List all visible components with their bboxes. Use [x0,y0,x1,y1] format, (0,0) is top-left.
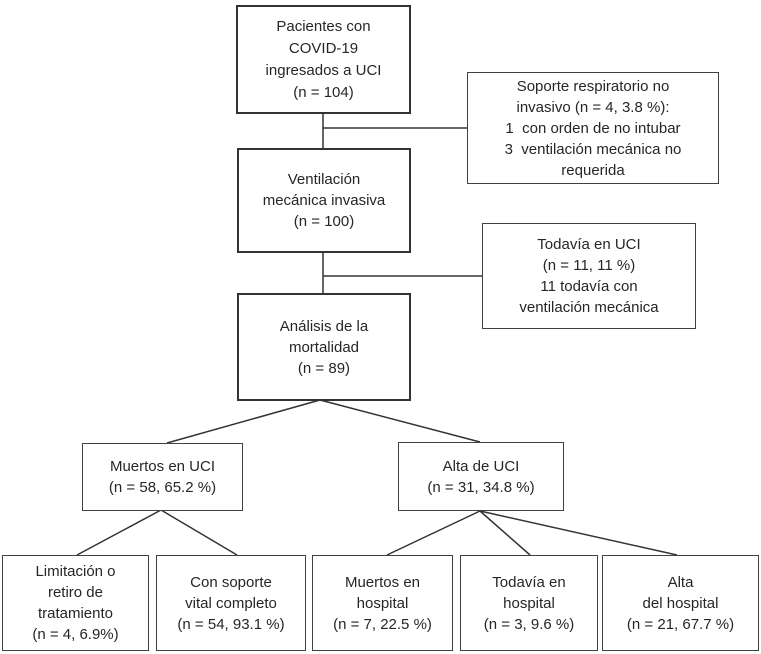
connector-icu-discharge-to-died-hospital [386,510,481,556]
node-covid-patients: Pacientes con COVID-19 ingresados a UCI … [236,5,411,114]
node-mortality-analysis: Análisis de la mortalidad (n = 89) [237,293,411,401]
connector-icu-discharge-to-still-hospital [479,510,531,556]
connector-analysis-to-icu-discharge [319,399,481,443]
node-full-life-support: Con soporte vital completo (n = 54, 93.1… [156,555,306,651]
connector-died-icu-to-limitation [76,509,162,556]
node-still-in-hospital: Todavía en hospital (n = 3, 9.6 %) [460,555,598,651]
node-icu-discharge: Alta de UCI (n = 31, 34.8 %) [398,442,564,511]
node-invasive-ventilation: Ventilación mecánica invasiva (n = 100) [237,148,411,253]
connector-icu-discharge-to-hospital-discharge [479,510,678,556]
node-still-in-icu: Todavía en UCI (n = 11, 11 %) 11 todavía… [482,223,696,329]
node-died-in-icu: Muertos en UCI (n = 58, 65.2 %) [82,443,243,511]
node-treatment-limitation: Limitación o retiro de tratamiento (n = … [2,555,149,651]
node-hospital-discharge: Alta del hospital (n = 21, 67.7 %) [602,555,759,651]
node-non-invasive-support: Soporte respiratorio no invasivo (n = 4,… [467,72,719,184]
node-died-in-hospital: Muertos en hospital (n = 7, 22.5 %) [312,555,453,651]
connector-died-icu-to-full-support [160,509,238,556]
connector-analysis-to-died-icu [166,399,321,444]
